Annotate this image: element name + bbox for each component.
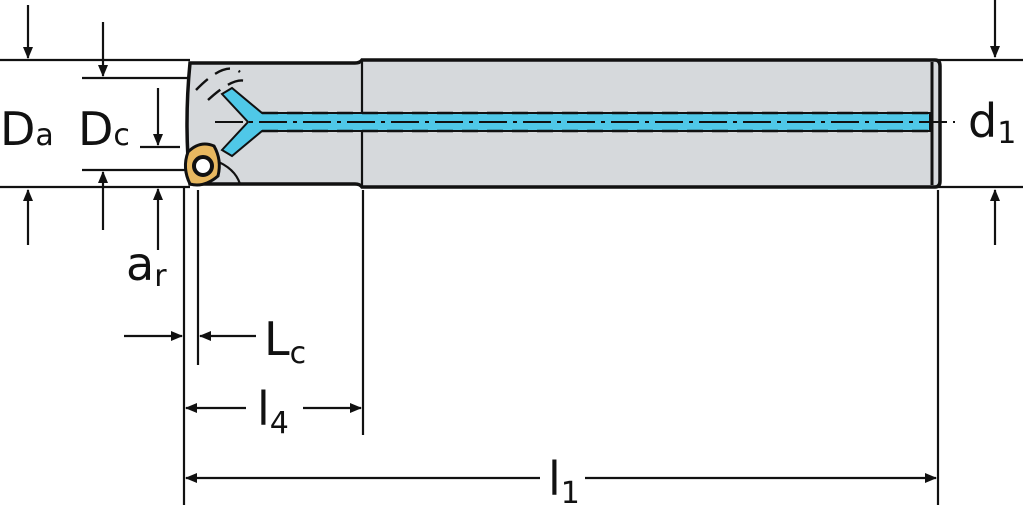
label-l4: l4 — [257, 382, 289, 441]
coolant-channel — [215, 86, 955, 158]
extension-lines — [0, 58, 1023, 505]
label-d1: d1 — [968, 94, 1016, 151]
hidden-edge-top — [195, 67, 241, 91]
label-l1: l1 — [548, 452, 580, 511]
vertical-dimensions — [23, 0, 1000, 250]
label-lc: Lc — [264, 312, 306, 371]
horizontal-dimensions — [124, 331, 937, 483]
label-da: Da — [0, 102, 54, 156]
label-dc: Dc — [78, 102, 130, 156]
label-ar: ar — [126, 237, 167, 294]
insert-screw-icon — [192, 155, 214, 177]
dimension-labels: Da Dc d1 ar Lc l4 l1 — [0, 94, 1016, 511]
hidden-edge-top-inner — [207, 79, 249, 101]
cutting-insert — [183, 142, 221, 187]
